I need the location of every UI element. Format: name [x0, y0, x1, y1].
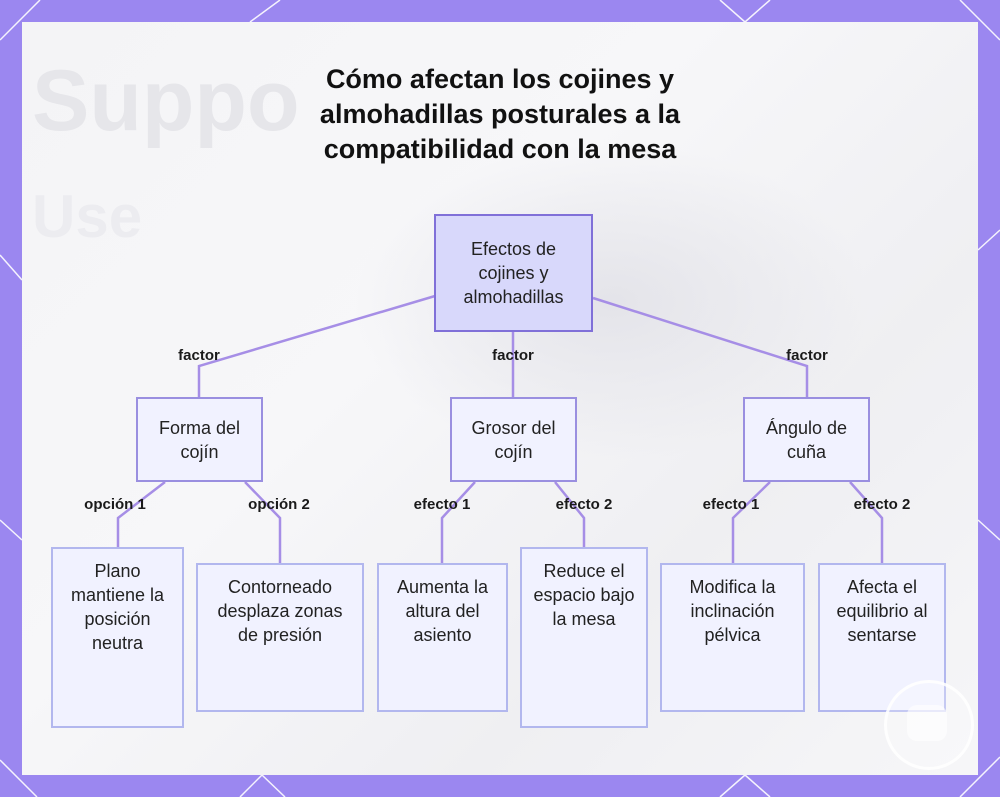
edge-branch-2-leaf-2 — [554, 481, 586, 548]
background-watermark-1: Suppo — [32, 53, 300, 149]
edge-root-branch-3 — [592, 296, 809, 398]
edge-branch-3-leaf-2 — [849, 481, 884, 564]
root-node: Efectos de cojines y almohadillas — [434, 214, 593, 332]
edge-label-leaf-1-1: opción 1 — [84, 496, 146, 513]
edge-label-leaf-3-1: efecto 1 — [702, 496, 760, 513]
branch-node-forma: Forma del cojín — [136, 397, 263, 482]
edge-label-leaf-1-2: opción 2 — [248, 496, 310, 513]
leaf-node-modifica: Modifica la inclinación pélvica — [660, 563, 805, 712]
leaf-node-reduce: Reduce el espacio bajo la mesa — [520, 547, 648, 728]
edge-label-leaf-2-2: efecto 2 — [555, 496, 613, 513]
edge-label-leaf-2-1: efecto 1 — [413, 496, 471, 513]
branch-node-grosor: Grosor del cojín — [450, 397, 577, 482]
background-watermark-2: Use — [32, 183, 143, 250]
watermark-seal-icon — [884, 680, 974, 770]
branch-node-angulo: Ángulo de cuña — [743, 397, 870, 482]
edge-label-branch-3: factor — [786, 347, 828, 364]
edge-branch-1-leaf-1 — [116, 481, 166, 548]
edge-root-branch-1 — [197, 294, 436, 398]
edge-label-leaf-3-2: efecto 2 — [853, 496, 911, 513]
edge-label-branch-2: factor — [492, 347, 534, 364]
leaf-node-contorneado: Contorneado desplaza zonas de presión — [196, 563, 364, 712]
diagram-title: Cómo afectan los cojines y almohadillas … — [319, 64, 681, 165]
edge-branch-3-leaf-1 — [731, 481, 771, 564]
seal-inner-shape — [907, 705, 947, 741]
leaf-node-aumenta: Aumenta la altura del asiento — [377, 563, 508, 712]
edge-label-branch-1: factor — [178, 347, 220, 364]
leaf-node-plano: Plano mantiene la posición neutra — [51, 547, 184, 728]
edge-branch-2-leaf-1 — [440, 481, 476, 564]
edge-branch-1-leaf-2 — [244, 481, 282, 564]
